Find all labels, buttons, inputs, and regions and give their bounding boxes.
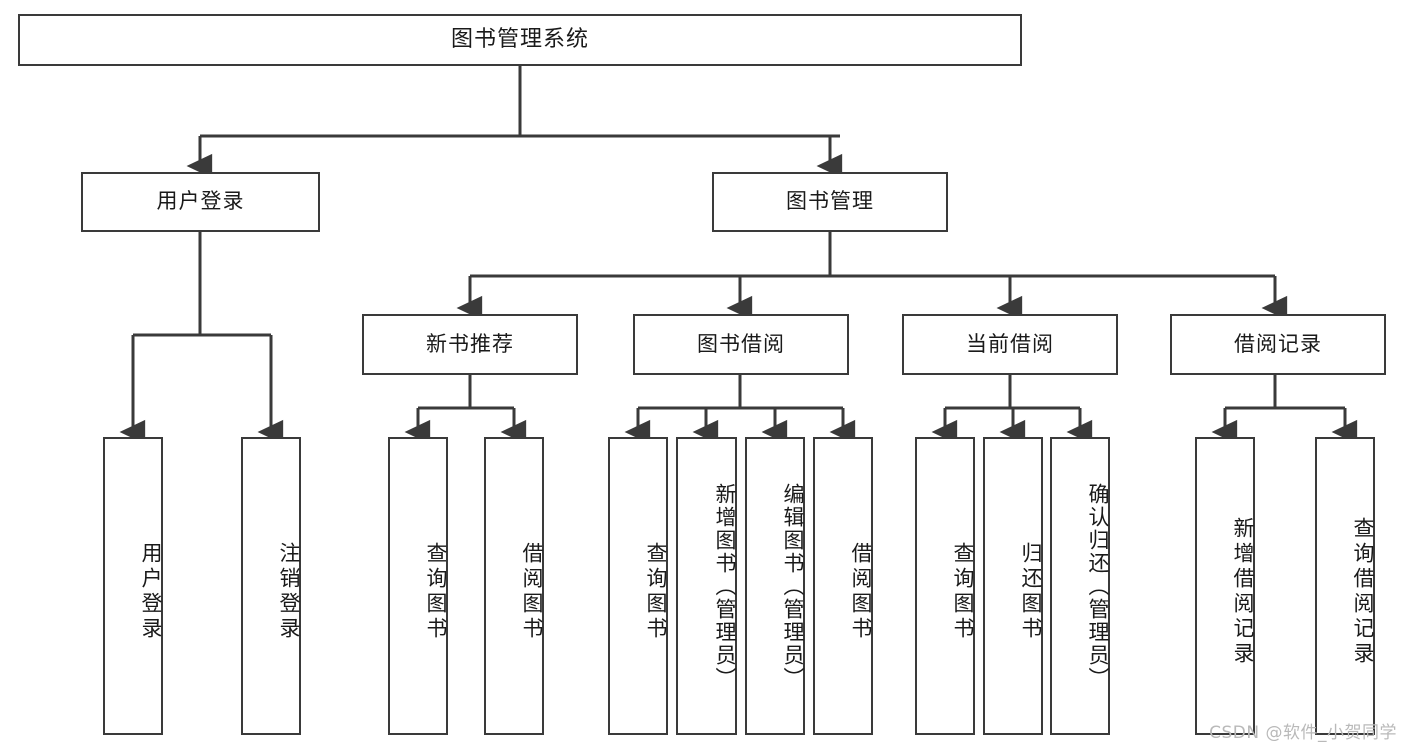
leaf-cb-return-book[interactable]: 归还图书 xyxy=(983,437,1043,735)
node-label: 借阅记录 xyxy=(1234,331,1322,356)
leaf-user-login[interactable]: 用户登录 xyxy=(103,437,163,735)
node-book-borrow[interactable]: 图书借阅 xyxy=(633,314,849,375)
leaf-bb-query-book[interactable]: 查询图书 xyxy=(608,437,668,735)
node-current-borrow[interactable]: 当前借阅 xyxy=(902,314,1118,375)
node-label: 图书管理系统 xyxy=(450,26,589,52)
node-label: 确认归还（管理员） xyxy=(1086,482,1110,690)
node-label: 图书借阅 xyxy=(697,331,785,356)
node-borrow-records[interactable]: 借阅记录 xyxy=(1170,314,1386,375)
leaf-nb-borrow-book[interactable]: 借阅图书 xyxy=(484,437,544,735)
node-book-management[interactable]: 图书管理 xyxy=(712,172,948,232)
node-label: 借阅图书 xyxy=(849,542,873,642)
node-label: 注销登录 xyxy=(277,542,301,642)
leaf-cb-query-book[interactable]: 查询图书 xyxy=(915,437,975,735)
node-label: 归还图书 xyxy=(1019,542,1043,642)
node-label: 新增借阅记录 xyxy=(1231,517,1255,667)
node-user-login[interactable]: 用户登录 xyxy=(81,172,320,232)
leaf-nb-query-book[interactable]: 查询图书 xyxy=(388,437,448,735)
node-label: 新增图书（管理员） xyxy=(713,482,737,690)
leaf-bb-edit-book-admin[interactable]: 编辑图书（管理员） xyxy=(745,437,805,735)
node-label: 当前借阅 xyxy=(966,331,1054,356)
leaf-cb-confirm-return-admin[interactable]: 确认归还（管理员） xyxy=(1050,437,1110,735)
node-new-book-recommend[interactable]: 新书推荐 xyxy=(362,314,578,375)
node-label: 图书管理 xyxy=(786,189,874,214)
node-root-system[interactable]: 图书管理系统 xyxy=(18,14,1022,66)
leaf-br-query-record[interactable]: 查询借阅记录 xyxy=(1315,437,1375,735)
leaf-bb-add-book-admin[interactable]: 新增图书（管理员） xyxy=(676,437,737,735)
leaf-logout[interactable]: 注销登录 xyxy=(241,437,301,735)
node-label: 查询图书 xyxy=(951,542,975,642)
leaf-br-add-record[interactable]: 新增借阅记录 xyxy=(1195,437,1255,735)
node-label: 查询图书 xyxy=(644,542,668,642)
node-label: 借阅图书 xyxy=(520,542,544,642)
node-label: 编辑图书（管理员） xyxy=(781,482,805,690)
node-label: 新书推荐 xyxy=(426,331,514,356)
node-label: 查询借阅记录 xyxy=(1351,517,1375,667)
node-label: 用户登录 xyxy=(156,189,245,214)
node-label: 用户登录 xyxy=(139,542,163,642)
leaf-bb-borrow-book[interactable]: 借阅图书 xyxy=(813,437,873,735)
node-label: 查询图书 xyxy=(424,542,448,642)
